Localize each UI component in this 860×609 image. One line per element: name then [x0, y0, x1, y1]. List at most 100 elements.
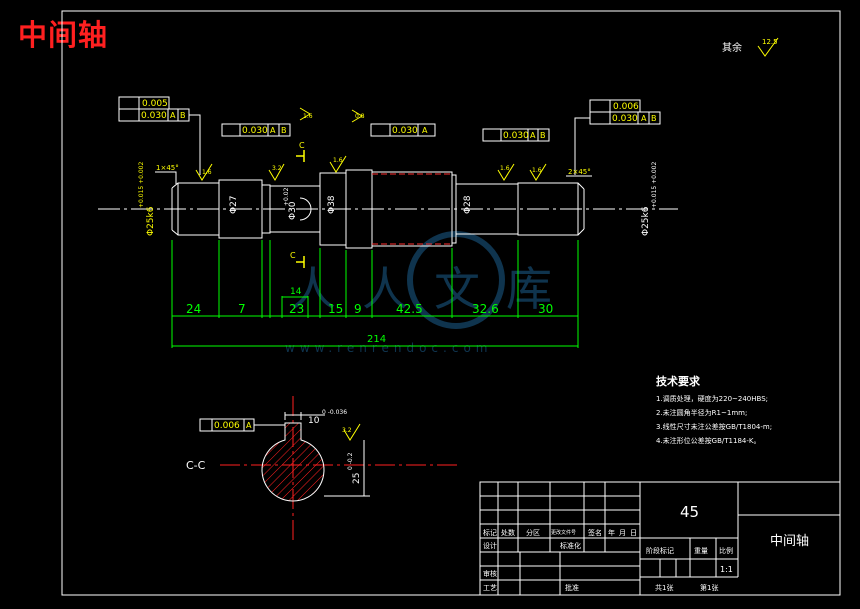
- gtol-3-runout: 0.030: [392, 126, 418, 136]
- tb-stage: 阶段标记: [646, 546, 674, 555]
- keyway-sym: 0.006: [214, 421, 240, 431]
- roughness-other-label: 其余: [722, 41, 742, 54]
- dim-32-6: 32.6: [472, 302, 499, 316]
- roughness-other-value: 12.5: [762, 38, 778, 46]
- gtol-4-runout: 0.030: [503, 131, 529, 141]
- dim-7: 7: [238, 302, 246, 316]
- tb-process: 工艺: [483, 584, 497, 592]
- gtol-2-runout: 0.030: [242, 126, 268, 136]
- shaft-outline: [171, 169, 585, 249]
- section-mark-bottom: C: [290, 251, 296, 260]
- section-marks: [296, 150, 305, 268]
- extension-lines: [171, 240, 579, 348]
- roughness-7: 0.8: [355, 113, 365, 120]
- gtol-1-leader: [189, 114, 201, 175]
- keyway-width-tol: 0 -0.036: [322, 409, 347, 416]
- watermark-text: 人人文库: [290, 262, 578, 316]
- keyway-section: [261, 422, 325, 502]
- tb-scale-val: 1:1: [720, 565, 733, 574]
- gtol-1-flat: 0.005: [142, 99, 168, 109]
- tb-h1-count: 处数: [501, 528, 515, 537]
- roughness-6: 1.6: [303, 113, 313, 120]
- tech-line-3: 3.线性尺寸未注公差按GB/T1804-m;: [656, 422, 772, 431]
- dia-left-tol: +0.015 +0.002: [138, 162, 145, 208]
- watermark-url: www.renrendoc.com: [285, 341, 492, 355]
- tb-h1-change: 更改文件号: [551, 529, 576, 536]
- dia-5: Φ28: [463, 195, 473, 214]
- title-block: [479, 481, 841, 596]
- tb-h1-mark: 标记: [483, 528, 497, 537]
- tb-weight: 重量: [694, 547, 708, 555]
- gtol-2-datum1: A: [270, 126, 276, 135]
- roughness-symbols: [195, 107, 547, 441]
- gtol-5-leader: [574, 117, 590, 175]
- gtol-5-runout: 0.030: [612, 114, 638, 124]
- tb-h1-day: 日: [630, 529, 637, 537]
- dim-9: 9: [354, 302, 362, 316]
- keyway-width: 10: [308, 416, 320, 426]
- gtol-5-datum2: B: [651, 114, 657, 123]
- roughness-2: 3.2: [272, 165, 282, 172]
- watermark: 人人文库 www.renrendoc.com: [285, 231, 578, 355]
- gtol-5-flat: 0.006: [613, 102, 639, 112]
- gtol-1-runout: 0.030: [141, 111, 167, 121]
- keyway-depth-tol: 0 -0.2: [347, 452, 354, 470]
- roughness-8: 3.2: [342, 427, 352, 434]
- roughness-other-symbol: [757, 37, 779, 57]
- gtol-4-datum1: A: [530, 131, 536, 140]
- dia-4: Φ38: [327, 195, 337, 214]
- tech-line-4: 4.未注形位公差按GB/T1184-K。: [656, 436, 760, 445]
- gtol-3-datum1: A: [422, 126, 428, 135]
- tb-std: 标准化: [560, 541, 581, 550]
- dia-3: Φ30: [288, 201, 298, 220]
- tb-approve: 批准: [565, 583, 579, 592]
- tech-line-1: 1.调质处理，硬度为220~240HBS;: [656, 394, 768, 403]
- sheet-border: [61, 10, 841, 596]
- tb-scale: 比例: [719, 546, 733, 555]
- tech-title: 技术要求: [656, 374, 701, 388]
- dia-right: Φ25k6: [641, 206, 651, 236]
- dim-30: 30: [538, 302, 553, 316]
- tb-h1-year: 年: [608, 528, 615, 537]
- dia-2: Φ27: [229, 195, 239, 214]
- keyway-depth: 25: [352, 473, 362, 484]
- dia-3-tol: +0.02: [283, 187, 290, 206]
- chamfer-left: 1×45°: [156, 164, 179, 172]
- dim-24: 24: [186, 302, 201, 316]
- tb-material: 45: [680, 503, 699, 521]
- dim-42-5: 42.5: [396, 302, 423, 316]
- gtol-5-datum1: A: [641, 114, 647, 123]
- page-title: 中间轴: [18, 18, 109, 52]
- tb-name: 中间轴: [770, 534, 809, 549]
- gtol-frame-2: [221, 123, 291, 137]
- gtol-1-datum1: A: [170, 111, 176, 120]
- chamfer-right: 2×45°: [568, 168, 591, 176]
- gtol-1-datum2: B: [180, 111, 186, 120]
- gtol-frame-5: [589, 99, 661, 125]
- gtol-2-datum2: B: [281, 126, 287, 135]
- chamfer-left-leader: [155, 171, 177, 184]
- roughness-4: 1.6: [500, 165, 510, 172]
- roughness-3: 1.6: [333, 157, 343, 164]
- gtol-4-datum2: B: [540, 131, 546, 140]
- keyway-datum: A: [246, 421, 252, 430]
- gtol-frame-3: [370, 123, 436, 137]
- dim-15: 15: [328, 302, 343, 316]
- tb-h1-month: 月: [619, 529, 626, 537]
- section-label: C-C: [186, 459, 206, 472]
- roughness-1: 1.6: [202, 169, 212, 176]
- tb-sheet-no: 第1张: [700, 583, 718, 592]
- roughness-5: 1.6: [532, 167, 542, 174]
- tb-h1-zone: 分区: [526, 528, 540, 537]
- tb-sheets-total: 共1张: [655, 583, 673, 592]
- dim-214: 214: [367, 334, 386, 345]
- dia-right-tol: +0.015 +0.002: [651, 162, 658, 208]
- section-mark-top: C: [299, 141, 305, 150]
- tb-check: 审核: [483, 569, 497, 578]
- dim-23: 23: [289, 302, 304, 316]
- dia-left: Φ25k6: [146, 206, 156, 236]
- dim-14: 14: [290, 287, 302, 297]
- tb-design: 设计: [483, 541, 497, 550]
- tech-line-2: 2.未注圆角半径为R1~1mm;: [656, 408, 747, 417]
